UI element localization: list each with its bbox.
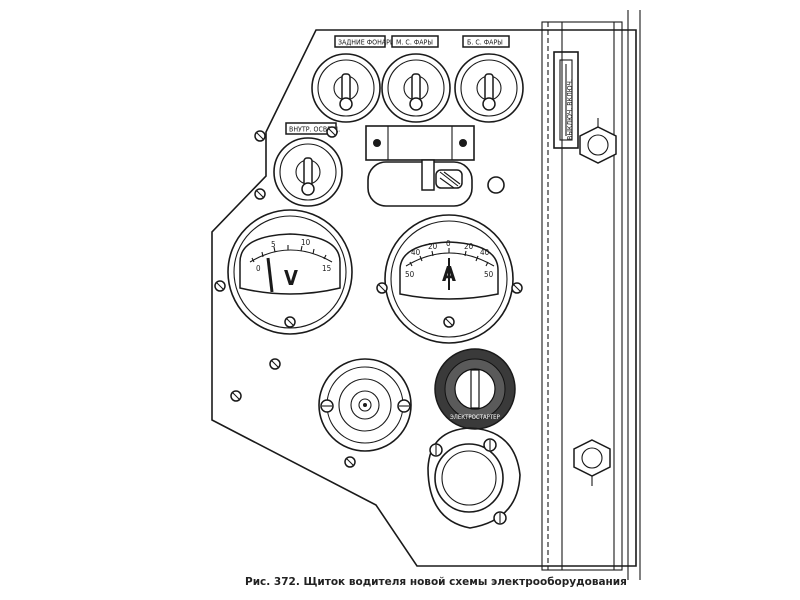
ms-headlights-label: М. С. ФАРЫ bbox=[396, 39, 433, 47]
bs-headlights-label: Б. С. ФАРЫ bbox=[467, 39, 503, 47]
rear-lights-switch: ЗАДНИЕ ФОНАРИ bbox=[311, 35, 395, 123]
on-off-label: ВЫКЛЮЧ. ВКЛЮЧ. bbox=[566, 79, 574, 140]
ammeter-tick-2: 20 bbox=[428, 242, 438, 251]
indicator-lamp bbox=[487, 176, 505, 194]
ammeter: 50 40 20 0 20 40 50 A bbox=[384, 214, 514, 344]
screw bbox=[230, 390, 242, 402]
hex-bolt bbox=[579, 118, 617, 164]
rear-lights-label: ЗАДНИЕ ФОНАРИ bbox=[338, 39, 395, 47]
voltmeter-tick-3: 15 bbox=[322, 264, 331, 273]
screw bbox=[344, 456, 356, 468]
ammeter-tick-1: 40 bbox=[411, 248, 421, 257]
panel-outline bbox=[211, 29, 637, 567]
screw bbox=[376, 282, 388, 294]
starter-button: ЭЛЕКТРОСТАРТЕР bbox=[434, 348, 516, 430]
ammeter-tick-5: 40 bbox=[480, 248, 490, 257]
mounting-strip bbox=[541, 10, 641, 580]
ms-headlights-switch: М. С. ФАРЫ bbox=[381, 35, 451, 123]
screw bbox=[254, 188, 266, 200]
screw bbox=[214, 280, 226, 292]
plug-socket bbox=[427, 427, 521, 529]
bs-headlights-switch: Б. С. ФАРЫ bbox=[454, 35, 524, 123]
ammeter-tick-0: 50 bbox=[405, 270, 415, 279]
voltmeter: 0 5 10 15 V bbox=[227, 209, 353, 335]
ammeter-tick-4: 20 bbox=[464, 242, 474, 251]
interior-light-label: ВНУТР. ОСВЕЩ. bbox=[289, 126, 340, 134]
starter-label: ЭЛЕКТРОСТАРТЕР bbox=[450, 414, 501, 421]
voltmeter-tick-2: 10 bbox=[301, 238, 311, 247]
ammeter-tick-6: 50 bbox=[484, 270, 494, 279]
socket bbox=[318, 358, 412, 452]
fuse-block bbox=[365, 125, 475, 207]
hex-bolt bbox=[573, 439, 611, 486]
on-off-switch: ВЫКЛЮЧ. ВКЛЮЧ. bbox=[553, 51, 579, 149]
voltmeter-symbol: V bbox=[284, 266, 298, 290]
screw bbox=[326, 126, 338, 138]
ammeter-tick-3: 0 bbox=[446, 239, 451, 248]
screw bbox=[254, 130, 266, 142]
figure-caption: Рис. 372. Щиток водителя новой схемы эле… bbox=[245, 576, 627, 588]
voltmeter-tick-0: 0 bbox=[256, 264, 261, 273]
screw bbox=[269, 358, 281, 370]
panel-screws bbox=[214, 126, 523, 468]
voltmeter-tick-1: 5 bbox=[271, 240, 276, 249]
screw bbox=[511, 282, 523, 294]
